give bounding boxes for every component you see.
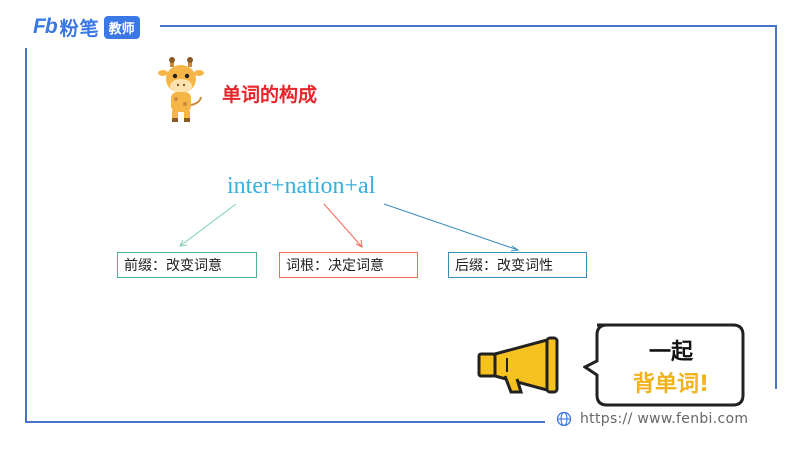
word-formula: inter+nation+al [227, 173, 376, 199]
website-url[interactable]: https:// www.fenbi.com [556, 411, 748, 427]
megaphone-icon [477, 336, 559, 394]
bubble-text-line1: 一起 [648, 340, 693, 365]
frame-left-line [25, 48, 27, 422]
logo-mark: Fb [33, 15, 58, 38]
prefix-arrowhead [179, 239, 188, 247]
url-text[interactable]: https:// www.fenbi.com [580, 411, 749, 427]
brand-logo: Fb 粉笔 教师 [33, 14, 140, 40]
root-arrowhead [355, 239, 363, 248]
frame-top-line [160, 25, 777, 27]
prefix-arrow [179, 203, 237, 247]
giraffe-icon [158, 57, 204, 122]
frame-right-line [775, 25, 777, 389]
prefix-box: 前缀：改变词意 [117, 252, 257, 278]
speech-bubble [583, 323, 745, 407]
suffix-arrow [383, 203, 519, 251]
suffix-box: 后缀：改变词性 [448, 252, 587, 278]
frame-bottom-line [25, 421, 545, 423]
root-box: 词根：决定词意 [279, 252, 418, 278]
logo-badge: 教师 [103, 15, 140, 39]
logo-name: 粉笔 [59, 17, 100, 40]
root-arrow [323, 203, 363, 248]
suffix-arrowhead [510, 245, 520, 252]
bubble-text-line2: 背单词! [632, 372, 710, 397]
section-title: 单词的构成 [222, 84, 318, 106]
globe-icon [556, 411, 572, 427]
